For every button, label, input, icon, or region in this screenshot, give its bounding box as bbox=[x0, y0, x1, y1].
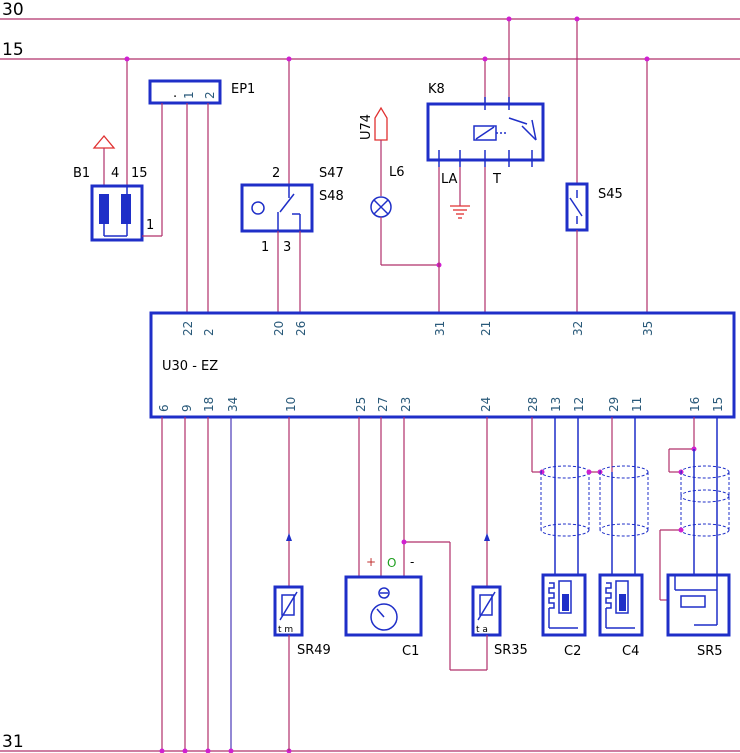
sr49-sensor: t m SR49 bbox=[273, 417, 331, 751]
ecu-bottom-pin: 13 bbox=[549, 397, 563, 412]
ecu-bottom-pin: 11 bbox=[630, 397, 644, 412]
s48-pin1-label: 1 bbox=[261, 240, 269, 255]
sr35-sensor: t a SR35 bbox=[471, 417, 528, 670]
ecu-bottom-pin: 28 bbox=[526, 397, 540, 412]
ground-wires bbox=[159, 417, 292, 753]
ecu-bottom-pin: 10 bbox=[284, 397, 298, 412]
k8-la-label: LA bbox=[441, 172, 458, 187]
ecu-bottom-pin: 23 bbox=[399, 397, 413, 412]
shield-icon bbox=[599, 465, 649, 537]
s48-pin3-label: 3 bbox=[283, 240, 291, 255]
ecu-bottom-pin: 6 bbox=[157, 404, 171, 412]
rail-31: 31 bbox=[0, 732, 740, 752]
sr35-sub-label: t a bbox=[476, 625, 488, 635]
rail-30-label: 30 bbox=[2, 0, 24, 20]
c2-name: C2 bbox=[564, 644, 581, 659]
k8-relay: K8 LA T bbox=[426, 16, 545, 313]
b1-sensor: B1 4 15 1 bbox=[73, 56, 163, 242]
sr5-name: SR5 bbox=[697, 644, 723, 659]
sr35-name: SR35 bbox=[494, 643, 528, 658]
ep1-pin2-label: 2 bbox=[203, 91, 217, 99]
ecu-bottom-pin: 18 bbox=[202, 397, 216, 412]
ep1-pin1-label: 1 bbox=[182, 91, 196, 99]
ecu-top-pin: 20 bbox=[272, 321, 286, 336]
b1-pin1-label: 1 bbox=[146, 218, 154, 233]
ecu-top-pin: 32 bbox=[571, 321, 585, 336]
u74-connector-icon bbox=[374, 106, 388, 141]
ecu-bottom-pin: 34 bbox=[226, 397, 240, 412]
ecu-bottom-pin: 25 bbox=[354, 397, 368, 412]
ep1-name: EP1 bbox=[231, 82, 255, 97]
ecu-bottom-pin: 9 bbox=[180, 404, 194, 412]
shield-icon bbox=[680, 465, 730, 537]
c1-zero-label: O bbox=[387, 556, 396, 570]
ep1-dot: . bbox=[173, 86, 177, 101]
s48-name: S48 bbox=[319, 189, 344, 204]
c1-sensor: + O - C1 bbox=[344, 417, 487, 671]
ecu-top-pin: 35 bbox=[641, 321, 655, 336]
s45-name: S45 bbox=[598, 187, 623, 202]
ecu-top-pin: 26 bbox=[294, 321, 308, 336]
c4-sensor: C4 bbox=[586, 417, 649, 659]
sr5-sensor: SR5 bbox=[659, 417, 731, 659]
ecu-top-pin: 21 bbox=[479, 321, 493, 336]
ground-icon bbox=[450, 205, 470, 219]
ecu-top-pin: 22 bbox=[181, 321, 195, 336]
ecu-u30: U30 - EZ 22 2 20 26 31 21 32 35 6 9 18 3… bbox=[149, 311, 736, 419]
c1-minus-label: - bbox=[410, 555, 414, 569]
rail-15-label: 15 bbox=[2, 40, 24, 60]
s47-s48-switch: 2 S47 S48 1 3 bbox=[240, 56, 344, 313]
sr49-name: SR49 bbox=[297, 643, 331, 658]
rail-31-label: 31 bbox=[2, 732, 24, 752]
ecu-top-pin: 31 bbox=[433, 321, 447, 336]
rail-15: 15 bbox=[0, 40, 740, 60]
ecu-bottom-pin: 27 bbox=[376, 397, 390, 412]
c1-name: C1 bbox=[402, 644, 419, 659]
u74-name: U74 bbox=[359, 114, 374, 140]
b1-name: B1 bbox=[73, 166, 90, 181]
b1-ground-icon bbox=[92, 134, 116, 149]
b1-pin4-label: 4 bbox=[111, 166, 119, 181]
gauge-icon bbox=[370, 603, 398, 631]
sr49-sub-label: t m bbox=[278, 625, 293, 635]
rail-30: 30 bbox=[0, 0, 740, 20]
ecu-bottom-pin: 12 bbox=[572, 397, 586, 412]
ecu-name: U30 - EZ bbox=[162, 359, 218, 374]
ecu-bottom-pin: 16 bbox=[688, 397, 702, 412]
s45-switch: S45 bbox=[565, 16, 623, 313]
ecu-bottom-pin: 24 bbox=[479, 397, 493, 412]
k8-t-label: T bbox=[492, 172, 501, 187]
l6-name: L6 bbox=[389, 165, 405, 180]
ecu-bottom-pin: 15 bbox=[711, 397, 725, 412]
ecu-bottom-pin: 29 bbox=[607, 397, 621, 412]
b1-pin15-label: 15 bbox=[131, 166, 148, 181]
l6-lamp: U74 L6 bbox=[359, 106, 442, 268]
c4-name: C4 bbox=[622, 644, 639, 659]
s47-pin2-label: 2 bbox=[272, 166, 280, 181]
s47-name: S47 bbox=[319, 166, 344, 181]
ecu-top-pin: 2 bbox=[202, 328, 216, 336]
k8-name: K8 bbox=[428, 82, 445, 97]
c1-plus-label: + bbox=[366, 555, 376, 569]
ep1-connector: . 1 2 EP1 bbox=[148, 79, 255, 105]
c2-sensor: C2 bbox=[531, 417, 590, 659]
shield-icon bbox=[540, 465, 590, 537]
